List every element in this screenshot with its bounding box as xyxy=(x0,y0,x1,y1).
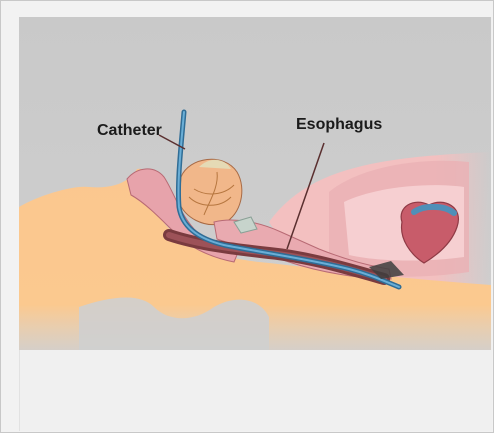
esophagus-label: Esophagus xyxy=(296,116,382,133)
tongue-lobe xyxy=(179,159,242,224)
catheter-label: Catheter xyxy=(97,122,162,139)
anatomy-illustration: Catheter Esophagus xyxy=(19,17,491,350)
